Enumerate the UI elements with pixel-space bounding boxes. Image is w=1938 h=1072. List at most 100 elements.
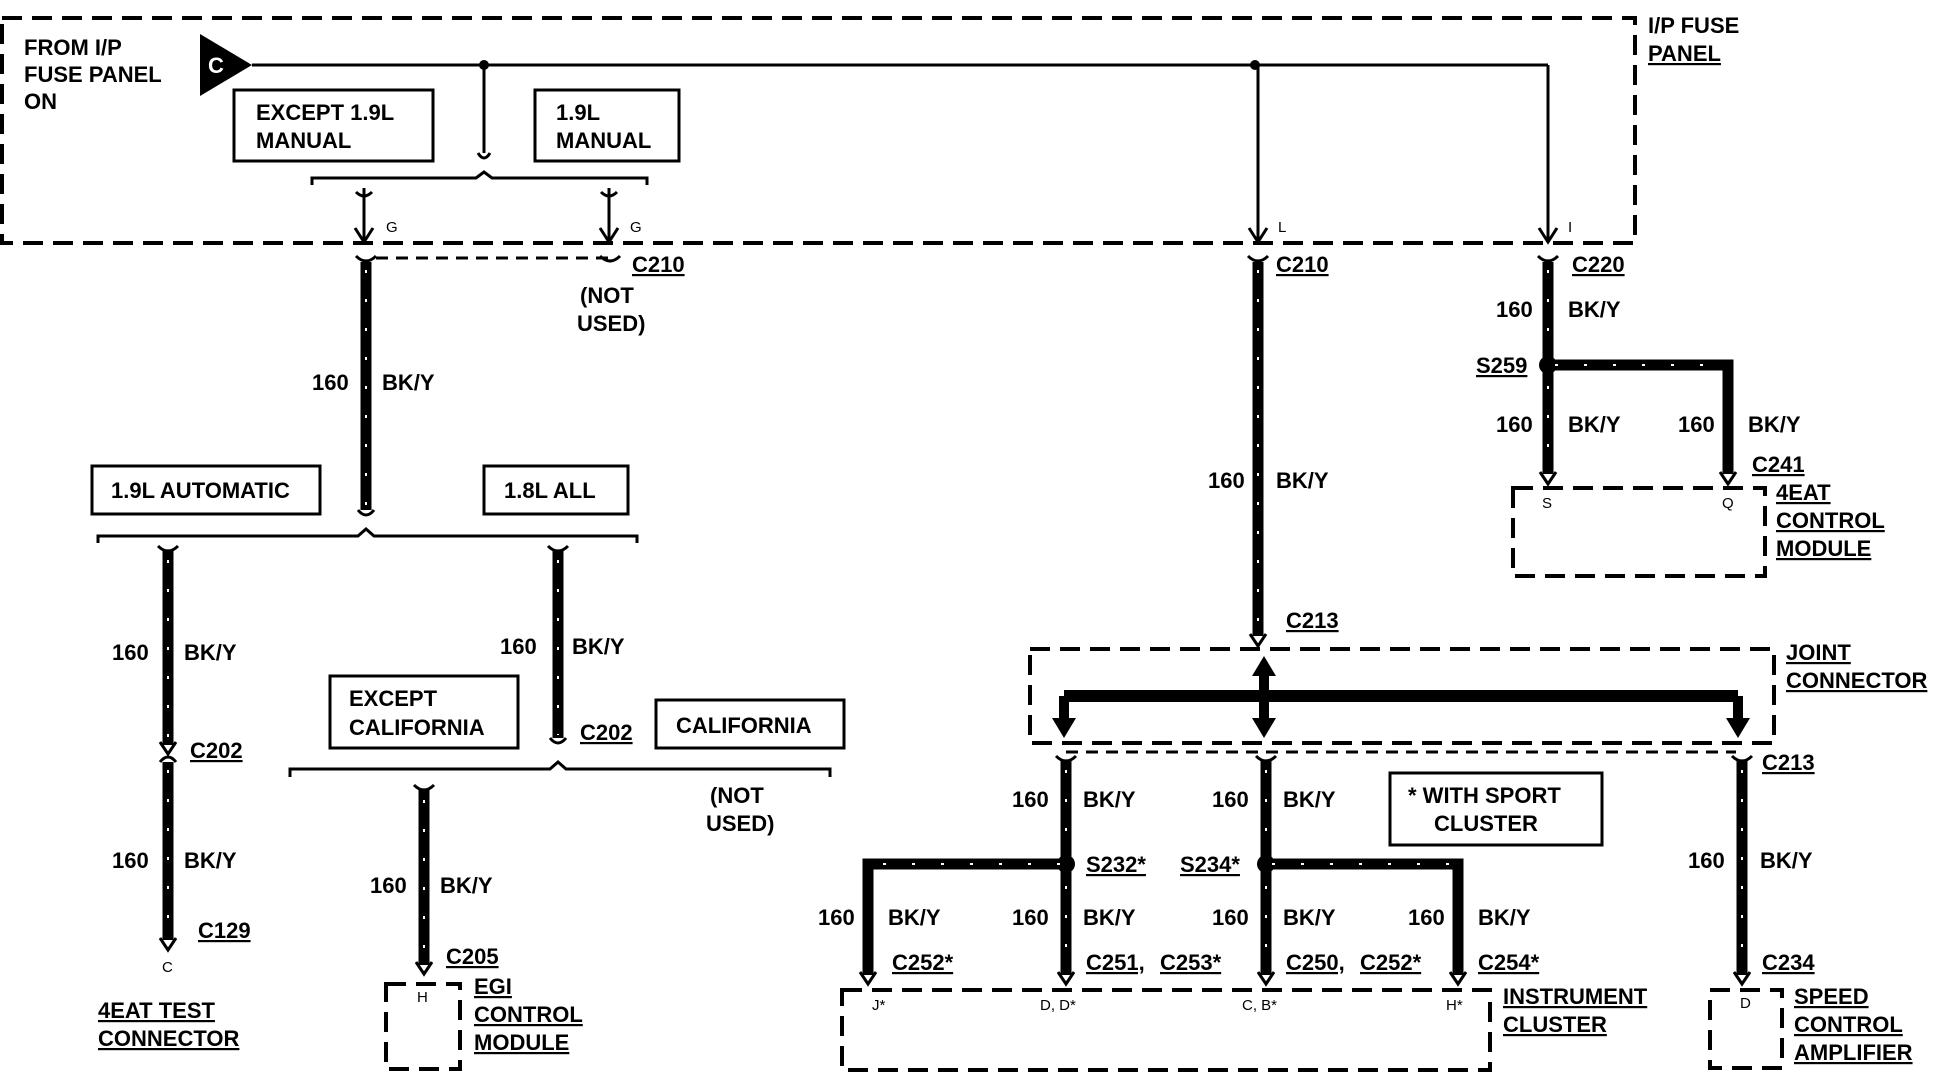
box-18l-all bbox=[482, 464, 630, 516]
wire-circuit-5: 160 bbox=[370, 873, 407, 898]
speed-control-line2: CONTROL bbox=[1794, 1012, 1903, 1037]
cluster-pin-j: J* bbox=[872, 997, 886, 1014]
eat-module-line2: CONTROL bbox=[1776, 508, 1885, 533]
wire-color-15: BK/Y bbox=[1568, 412, 1621, 437]
box-19l-manual bbox=[533, 88, 681, 163]
box-except-19l-manual bbox=[232, 88, 435, 163]
wire-circuit-15: 160 bbox=[1496, 412, 1533, 437]
c241-label: C241 bbox=[1752, 452, 1805, 477]
not-used-2-line2: USED) bbox=[706, 811, 774, 836]
joint-connector-line2: CONNECTOR bbox=[1786, 668, 1927, 693]
wire-circuit-11: 160 bbox=[1212, 905, 1249, 930]
speed-control-line1: SPEED bbox=[1794, 984, 1869, 1009]
box-except-california-line2: CALIFORNIA bbox=[349, 715, 485, 740]
c129-label: C129 bbox=[198, 918, 251, 943]
wire-color-4: BK/Y bbox=[572, 634, 625, 659]
c210-b-cup bbox=[1246, 254, 1270, 263]
wire-circuit-8: 160 bbox=[818, 905, 855, 930]
c213-right-label: C213 bbox=[1762, 750, 1815, 775]
box-sport-note-line1: * WITH SPORT bbox=[1408, 783, 1561, 808]
eat-module-line1: 4EAT bbox=[1776, 480, 1831, 505]
c234-pin: D bbox=[1740, 995, 1751, 1012]
c210-a-label: C210 bbox=[632, 252, 685, 277]
eat-test-connector-line2: CONNECTOR bbox=[98, 1026, 239, 1051]
c202a-arrow bbox=[158, 741, 178, 757]
wire-circuit-10: 160 bbox=[1212, 787, 1249, 812]
cluster-pin-d: D, D* bbox=[1040, 997, 1076, 1014]
feed-i-arrow bbox=[1537, 227, 1559, 245]
fuse-panel-title-2: PANEL bbox=[1648, 41, 1721, 66]
fuse-source-triangle bbox=[200, 34, 252, 96]
wire-color-2: BK/Y bbox=[184, 640, 237, 665]
feed-g1-arrow bbox=[353, 227, 375, 245]
c210-a-cup bbox=[354, 254, 378, 263]
not-used-1-line2: USED) bbox=[577, 311, 645, 336]
wire-color-7: BK/Y bbox=[1083, 787, 1136, 812]
not-used-2-line1: (NOT bbox=[710, 783, 764, 808]
fuse-panel-outline bbox=[0, 16, 1637, 245]
cluster-pin-c: C, B* bbox=[1242, 997, 1277, 1014]
joint-arrow-right bbox=[1726, 718, 1750, 738]
c251-label: C251, bbox=[1086, 950, 1145, 975]
c241-arrow-q bbox=[1718, 471, 1738, 487]
c202a-cup bbox=[158, 755, 178, 763]
wire-color-11: BK/Y bbox=[1283, 905, 1336, 930]
box-19l-manual-line1: 1.9L bbox=[556, 100, 600, 125]
wire-circuit-14: 160 bbox=[1496, 297, 1533, 322]
box-california-label: CALIFORNIA bbox=[676, 713, 812, 738]
c251-arrow bbox=[1056, 971, 1076, 987]
box-sport-note-line2: CLUSTER bbox=[1434, 811, 1538, 836]
box-18l-all-label: 1.8L ALL bbox=[504, 478, 596, 503]
pin-l: L bbox=[1278, 219, 1286, 236]
speed-control-line3: AMPLIFIER bbox=[1794, 1040, 1913, 1065]
wire-circuit-12: 160 bbox=[1408, 905, 1445, 930]
c210-not-used-cup bbox=[598, 254, 622, 263]
wire-circuit-1: 160 bbox=[312, 370, 349, 395]
pin-i: I bbox=[1568, 219, 1572, 236]
c205-arrow bbox=[414, 961, 434, 977]
instrument-cluster-line2: CLUSTER bbox=[1503, 1012, 1607, 1037]
s259-label: S259 bbox=[1476, 353, 1527, 378]
pin-g1: G bbox=[386, 219, 398, 236]
box-sport-note bbox=[1388, 771, 1604, 847]
instrument-cluster-outline bbox=[840, 988, 1492, 1072]
wire-circuit-13: 160 bbox=[1688, 848, 1725, 873]
c254-arrow bbox=[1448, 971, 1468, 987]
fuse-panel-title-1: I/P FUSE bbox=[1648, 13, 1739, 38]
feed-g2-arrow bbox=[598, 227, 620, 245]
box-except-19l-manual-line1: EXCEPT 1.9L bbox=[256, 100, 394, 125]
c241-pin-s: S bbox=[1542, 495, 1552, 512]
c250-arrow bbox=[1256, 971, 1276, 987]
wire-c210-end-cup bbox=[356, 509, 376, 517]
eat-module-outline bbox=[1511, 486, 1767, 578]
c202a-label: C202 bbox=[190, 738, 243, 763]
joint-connector-line1: JOINT bbox=[1786, 640, 1851, 665]
c234-arrow bbox=[1732, 971, 1752, 987]
c254-label: C254* bbox=[1478, 950, 1540, 975]
joint-arrow-center-up bbox=[1252, 656, 1276, 676]
c253-label: C253* bbox=[1160, 950, 1222, 975]
box-except-19l-manual-line2: MANUAL bbox=[256, 128, 351, 153]
eat-test-connector-line1: 4EAT TEST bbox=[98, 998, 216, 1023]
wire-color-1: BK/Y bbox=[382, 370, 435, 395]
wire-circuit-4: 160 bbox=[500, 634, 537, 659]
instrument-cluster-line1: INSTRUMENT bbox=[1503, 984, 1648, 1009]
feed-l-arrow bbox=[1247, 227, 1269, 245]
joint-arrow-center-down bbox=[1252, 718, 1276, 738]
c250-label: C250, bbox=[1286, 950, 1345, 975]
wire-color-16: BK/Y bbox=[1748, 412, 1801, 437]
c129-arrow bbox=[158, 937, 178, 953]
c202b-label: C202 bbox=[580, 720, 633, 745]
box-except-california-line1: EXCEPT bbox=[349, 686, 438, 711]
box-except-california bbox=[328, 674, 520, 750]
eat-module-line3: MODULE bbox=[1776, 536, 1871, 561]
c210-b-label: C210 bbox=[1276, 252, 1329, 277]
egi-top-cup bbox=[412, 783, 436, 792]
box-19l-automatic bbox=[90, 464, 322, 516]
engine-brace bbox=[96, 527, 639, 543]
wire-circuit-6: 160 bbox=[1208, 468, 1245, 493]
c220-cup bbox=[1536, 254, 1560, 263]
egi-module-line2: CONTROL bbox=[474, 1002, 583, 1027]
california-brace bbox=[288, 760, 832, 777]
